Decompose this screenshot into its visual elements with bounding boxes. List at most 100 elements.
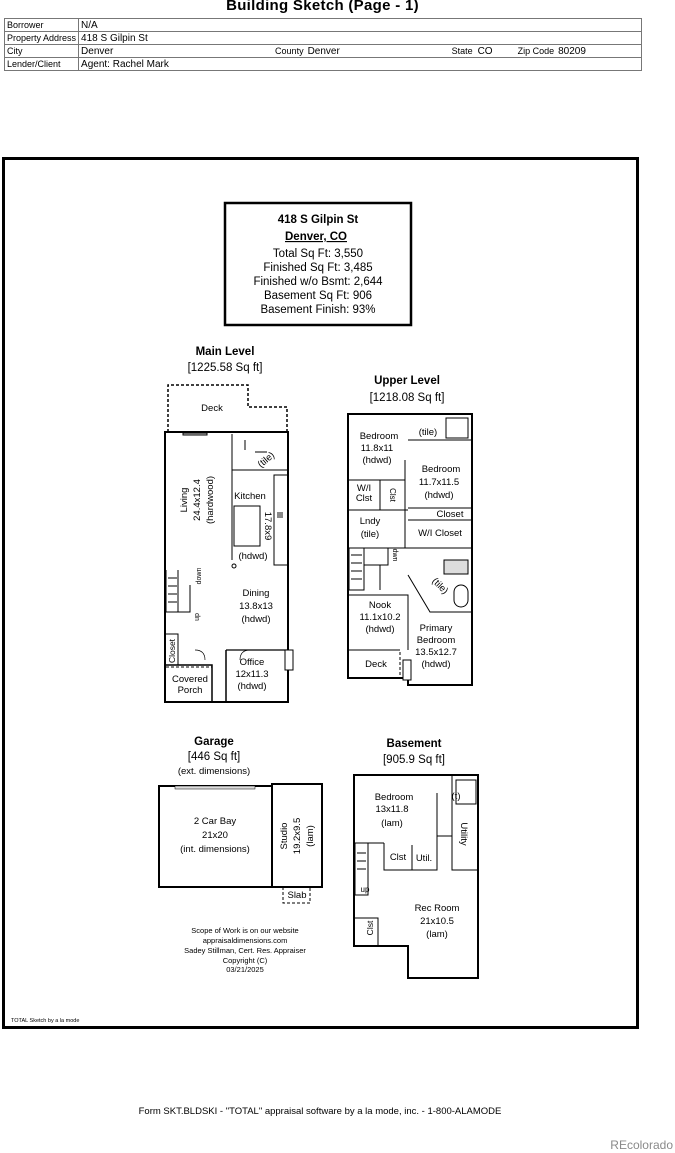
upper-level-plan: Upper Level [1218.08 Sq ft]: [347, 375, 473, 686]
lender-label: Lender/Client: [3, 57, 80, 71]
stairs-up-label: up: [194, 613, 201, 621]
dining-floor: (hdwd): [241, 614, 270, 625]
main-level-area: [1225.58 Sq ft]: [188, 362, 263, 374]
summary-line: Finished Sq Ft: 3,485: [263, 262, 372, 274]
wi-closet-label: W/I: [357, 483, 371, 494]
bay-note: (int. dimensions): [180, 844, 250, 855]
rec-room-floor: (lam): [426, 929, 448, 940]
basement-area: [905.9 Sq ft]: [383, 754, 445, 766]
bedroom-dim: 13x11.8: [375, 804, 408, 815]
kitchen-label: Kitchen: [234, 491, 266, 502]
closet-label: Clst: [390, 852, 407, 863]
bedroom-dim: 11.8x11: [361, 443, 393, 454]
upper-level-area: [1218.08 Sq ft]: [370, 392, 445, 404]
summary-line: Total Sq Ft: 3,550: [273, 248, 363, 260]
closet-label: Closet: [167, 638, 177, 663]
util-label: Util.: [416, 853, 432, 864]
summary-line: Basement Finish: 93%: [260, 304, 375, 316]
header-table: Borrower N/A Property Address 418 S Gilp…: [3, 18, 643, 71]
main-level-title: Main Level: [196, 346, 255, 358]
sketch-frame: [2, 157, 639, 1029]
credit-line: Scope of Work is on our website: [191, 926, 298, 935]
laundry-floor: (tile): [361, 529, 379, 540]
bay-label: 2 Car Bay: [194, 816, 236, 827]
kitchen-dim: 17.8x9: [262, 512, 273, 541]
stairs-down-label: dwn: [391, 549, 398, 562]
slab-label: Slab: [287, 890, 306, 901]
garage-note: (ext. dimensions): [178, 766, 250, 777]
credits: Scope of Work is on our website appraisa…: [184, 926, 306, 974]
basement-labels: Bedroom 13x11.8 (lam) (t) Utility Clst U…: [361, 791, 469, 940]
credit-line: Copyright (C): [223, 956, 268, 965]
deck-label: Deck: [365, 659, 387, 670]
studio-dim: 19.2x9.5: [292, 818, 303, 854]
stairs-down-label: down: [196, 568, 203, 585]
main-level-plan: Main Level [1225.58 Sq ft]: [164, 346, 294, 703]
bedroom-label: Bedroom: [422, 464, 461, 475]
summary-street: 418 S Gilpin St: [278, 214, 359, 226]
primary-bedroom-floor: (hdwd): [421, 659, 450, 670]
basement-plan: Basement [905.9 Sq ft]: [353, 738, 479, 979]
main-level-labels: Deck Living 24.4x12.4 (hardwood) (tile) …: [167, 403, 277, 696]
deck-label: Deck: [201, 403, 223, 414]
primary-bedroom-label: Bedroom: [417, 635, 456, 646]
living-floor: (hardwood): [205, 476, 216, 524]
office-dim: 12x11.3: [235, 669, 268, 680]
watermark: REcolorado: [610, 1138, 673, 1152]
garage-plan: Garage [446 Sq ft] (ext. dimensions): [158, 736, 323, 904]
summary-box: 418 S Gilpin St Denver, CO Total Sq Ft: …: [223, 201, 413, 327]
bedroom-floor: (lam): [381, 818, 403, 829]
living-label: Living: [179, 488, 190, 513]
primary-bedroom-label: Primary: [420, 623, 453, 634]
credit-line: 03/21/2025: [226, 965, 264, 974]
closet-label: Clst: [365, 920, 375, 935]
summary-line: Basement Sq Ft: 906: [264, 290, 372, 302]
rec-room-dim: 21x10.5: [420, 916, 454, 927]
dining-dim: 13.8x13: [239, 601, 273, 612]
utility-label: Utility: [458, 822, 469, 845]
studio-label: Studio: [279, 823, 290, 850]
bath-tile-label: (tile): [429, 576, 450, 597]
upper-level-labels: Bedroom 11.8x11 (hdwd) (tile) Bedroom 11…: [356, 427, 464, 670]
kitchen-floor: (hdwd): [238, 551, 267, 562]
garage-area: [446 Sq ft]: [188, 751, 240, 763]
page-title: Building Sketch (Page - 1): [226, 0, 419, 14]
tile-label: (tile): [256, 450, 277, 470]
lender-value: Agent: Rachel Mark: [78, 57, 642, 71]
form-footer: Form SKT.BLDSKI - "TOTAL" appraisal soft…: [138, 1106, 502, 1117]
office-label: Office: [240, 657, 265, 668]
wi-closet-label: W/I Closet: [418, 528, 462, 539]
bedroom-floor: (hdwd): [362, 455, 391, 466]
summary-city: Denver, CO: [285, 231, 347, 243]
tile-label: (tile): [419, 427, 437, 438]
laundry-label: Lndy: [360, 516, 381, 527]
total-sketch-label: TOTAL Sketch by a la mode: [11, 1018, 79, 1024]
garage-title: Garage: [194, 736, 234, 748]
stairs-up-label: up: [361, 885, 370, 894]
nook-floor: (hdwd): [365, 624, 394, 635]
bedroom-floor: (hdwd): [424, 490, 453, 501]
garage-labels: 2 Car Bay 21x20 (int. dimensions) Studio…: [180, 816, 316, 901]
toilet-label: (t): [452, 791, 461, 802]
porch-label: Porch: [178, 685, 203, 696]
wi-closet-label: Clst: [356, 493, 373, 504]
basement-title: Basement: [387, 738, 442, 750]
nook-label: Nook: [369, 600, 391, 611]
summary-line: Finished w/o Bsmt: 2,644: [253, 276, 383, 288]
credit-line: appraisaldimensions.com: [203, 936, 288, 945]
living-dim: 24.4x12.4: [192, 479, 203, 521]
nook-dim: 11.1x10.2: [359, 612, 400, 623]
bedroom-label: Bedroom: [360, 431, 399, 442]
studio-floor: (lam): [305, 825, 316, 847]
upper-level-title: Upper Level: [374, 375, 440, 387]
bay-dim: 21x20: [202, 830, 228, 841]
bedroom-label: Bedroom: [375, 792, 414, 803]
rec-room-label: Rec Room: [415, 903, 460, 914]
closet-label: Closet: [437, 509, 464, 520]
office-floor: (hdwd): [237, 681, 266, 692]
bedroom-dim: 11.7x11.5: [419, 477, 459, 488]
closet-label: Clst: [388, 488, 397, 503]
porch-label: Covered: [172, 674, 208, 685]
credit-line: Sadey Stillman, Cert. Res. Appraiser: [184, 946, 306, 955]
